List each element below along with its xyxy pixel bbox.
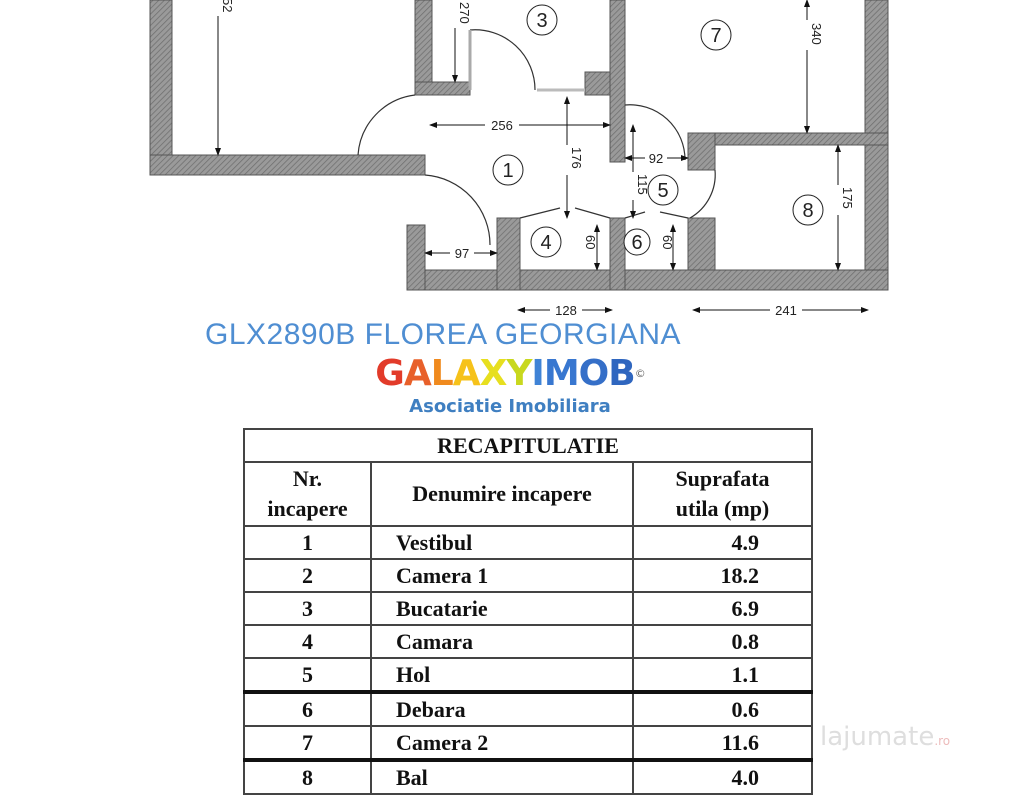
room-1-label: 1	[492, 154, 524, 186]
logo-letter: G	[375, 353, 405, 394]
dimension-labels: 52 270 340 256 176 92 115 175 60 60 97 1…	[212, 0, 855, 318]
dimension-label: 270	[457, 2, 472, 24]
lajumate-watermark: lajumate.ro	[820, 722, 950, 752]
dimension-label: 241	[775, 303, 797, 318]
svg-text:3: 3	[536, 10, 547, 32]
svg-text:6: 6	[631, 232, 642, 254]
logo-letter: Y	[506, 353, 532, 394]
dimension-label: 340	[809, 23, 824, 45]
galaxyimob-logo: GALAXYIMOB©	[375, 353, 645, 394]
cell-nr: 7	[243, 725, 372, 761]
cell-nr: 6	[243, 690, 372, 727]
header-nr: Nr.incapere	[243, 461, 372, 527]
cell-area: 0.8	[632, 624, 813, 659]
logo-letter: I	[531, 353, 544, 394]
logo-letter: A	[403, 353, 432, 394]
room-3-label: 3	[526, 4, 558, 36]
room-4-label: 4	[530, 226, 562, 258]
cell-name: Vestibul	[370, 525, 634, 560]
dimension-label: 60	[583, 235, 598, 249]
cell-area: 4.0	[632, 758, 813, 795]
logo-subtitle: Asociatie Imobiliara	[409, 396, 611, 417]
svg-text:1: 1	[502, 160, 513, 182]
cell-name: Hol	[370, 657, 634, 693]
room-6-label: 6	[623, 228, 651, 256]
dimension-label: 97	[455, 246, 469, 261]
svg-text:4: 4	[540, 232, 551, 254]
logo-letter: O	[578, 353, 610, 394]
cell-nr: 4	[243, 624, 372, 659]
room-labels: 1 3 4 5 6 7 8	[492, 4, 824, 258]
floor-plan: 1 3 4 5 6 7 8 52 270 340 256 176 92 115 …	[149, 0, 889, 318]
watermark-tld: .ro	[934, 734, 951, 748]
svg-text:5: 5	[657, 180, 668, 202]
cell-name: Camera 1	[370, 558, 634, 593]
cell-area: 1.1	[632, 657, 813, 693]
cell-nr: 3	[243, 591, 372, 626]
cell-name: Bucatarie	[370, 591, 634, 626]
cell-nr: 5	[243, 657, 372, 693]
cell-area: 11.6	[632, 725, 813, 761]
logo-letter: A	[452, 353, 481, 394]
room-5-label: 5	[647, 174, 679, 206]
header-name: Denumire incapere	[370, 461, 634, 527]
dimension-lines	[215, 0, 869, 313]
walls	[149, 0, 889, 291]
cell-name: Camera 2	[370, 725, 634, 761]
room-7-label: 7	[700, 19, 732, 51]
logo-letter: X	[479, 353, 508, 394]
cell-name: Camara	[370, 624, 634, 659]
logo-letter: L	[430, 353, 454, 394]
dimension-label: 92	[649, 151, 663, 166]
cell-area: 6.9	[632, 591, 813, 626]
svg-text:8: 8	[802, 200, 813, 222]
cell-nr: 1	[243, 525, 372, 560]
cell-area: 4.9	[632, 525, 813, 560]
dimension-label: 256	[491, 118, 513, 133]
cell-nr: 8	[243, 758, 372, 795]
cell-nr: 2	[243, 558, 372, 593]
logo-letter: M	[543, 353, 580, 394]
table-title: RECAPITULATIE	[243, 428, 813, 463]
doors	[357, 29, 716, 246]
svg-text:7: 7	[710, 25, 721, 47]
dimension-label: 128	[555, 303, 577, 318]
cell-area: 18.2	[632, 558, 813, 593]
logo-letter: B	[608, 353, 635, 394]
header-text: Nr.incapere	[267, 466, 348, 521]
dimension-label: 115	[635, 174, 650, 195]
dimension-label: 175	[840, 187, 855, 209]
dimension-label: 52	[220, 0, 235, 12]
room-8-label: 8	[792, 194, 824, 226]
dimension-label: 176	[569, 147, 584, 169]
dimension-label: 60	[660, 235, 675, 249]
cell-area: 0.6	[632, 690, 813, 727]
agent-watermark: GLX2890B FLOREA GEORGIANA	[205, 318, 682, 351]
watermark-name: lajumate	[820, 722, 935, 752]
cell-name: Debara	[370, 690, 634, 727]
summary-table: RECAPITULATIE Nr.incapere Denumire incap…	[243, 428, 813, 795]
cell-name: Bal	[370, 758, 634, 795]
